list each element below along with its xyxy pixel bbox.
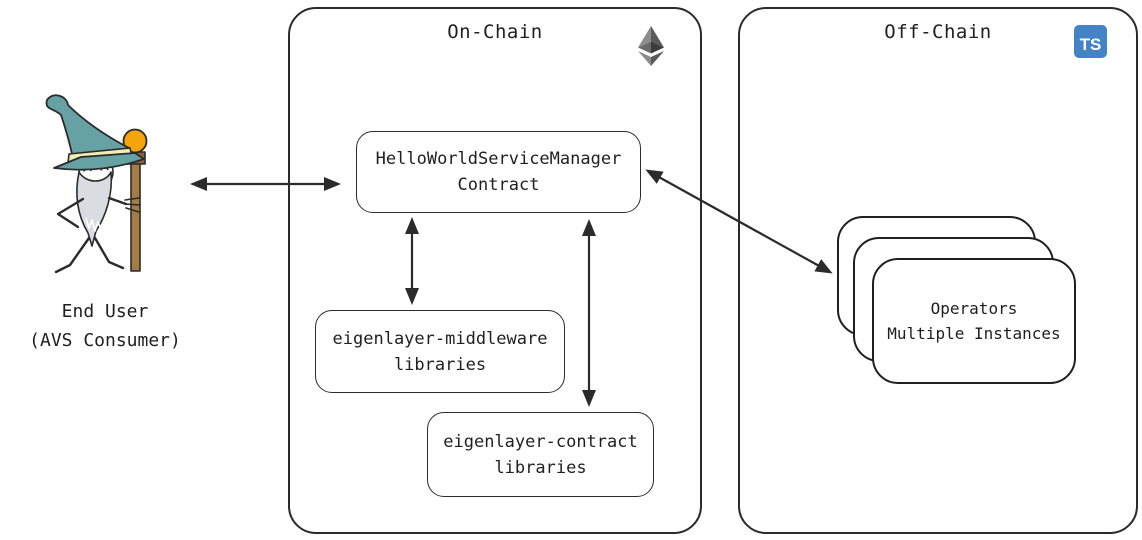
node-eigenlayer-middleware-libraries: eigenlayer-middleware libraries (315, 310, 565, 393)
wizard-right-arm (107, 196, 128, 206)
node-middleware-line1: eigenlayer-middleware (332, 328, 548, 349)
node-contracts-line2: libraries (494, 457, 587, 478)
wizard-hat (45, 94, 130, 155)
node-service-manager-line2: Contract (457, 175, 540, 195)
operators-line1: Operators (930, 299, 1018, 318)
wizard-character (45, 94, 148, 274)
end-user-line2: (AVS Consumer) (29, 330, 181, 351)
wizard-left-leg (54, 236, 91, 274)
on-chain-title: On-Chain (447, 21, 543, 43)
typescript-icon-text: TS (1079, 35, 1102, 54)
node-service-manager-contract: HelloWorldServiceManager Contract (356, 131, 641, 213)
wizard-left-arm (56, 197, 85, 229)
node-service-manager-line1: HelloWorldServiceManager (375, 149, 622, 169)
wizard-beard (76, 171, 113, 247)
operators-line2: Multiple Instances (887, 324, 1061, 343)
node-contracts-line1: eigenlayer-contract (443, 431, 638, 452)
node-eigenlayer-contract-libraries: eigenlayer-contract libraries (427, 412, 654, 497)
operators-card-front: Operators Multiple Instances (872, 258, 1076, 384)
wizard-staff (130, 162, 141, 272)
wizard-right-leg (93, 236, 125, 270)
end-user-line1: End User (61, 301, 149, 322)
wizard-hat-brim (53, 152, 145, 171)
node-middleware-line2: libraries (393, 354, 487, 375)
typescript-icon: TS (1074, 25, 1107, 58)
off-chain-title: Off-Chain (884, 21, 992, 43)
end-user-label: End User (AVS Consumer) (2, 297, 208, 355)
ethereum-icon (638, 26, 664, 66)
